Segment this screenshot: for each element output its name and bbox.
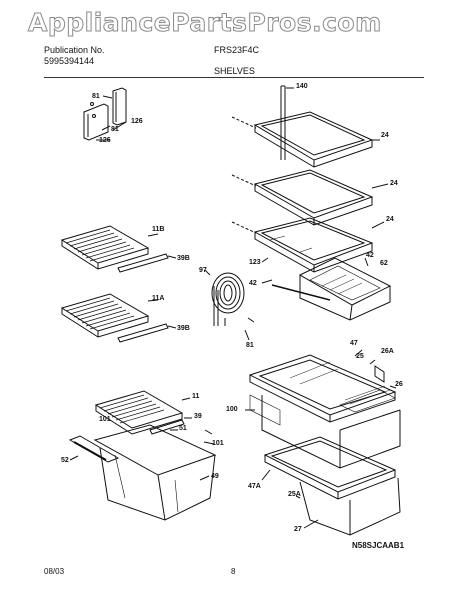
glass-shelf-upper bbox=[253, 111, 374, 168]
callout-140: 140 bbox=[296, 83, 308, 90]
wire-shelf-11a bbox=[60, 293, 169, 343]
crisper-drawer-bottom bbox=[263, 436, 401, 536]
glass-shelf-middle bbox=[253, 169, 374, 226]
callout-81: 81 bbox=[246, 342, 254, 349]
callout-101: 101 bbox=[212, 440, 224, 447]
watermark: AppliancePartsPros.com bbox=[28, 8, 382, 38]
callout-26a: 26A bbox=[381, 348, 394, 355]
callout-24: 24 bbox=[381, 132, 389, 139]
footer-page-number: 8 bbox=[231, 567, 236, 576]
publication-number: 5995394144 bbox=[44, 56, 95, 66]
callout-101: 101 bbox=[99, 416, 111, 423]
callout-25: 25 bbox=[356, 353, 364, 360]
callout-81: 81 bbox=[111, 126, 119, 133]
callout-39b: 39B bbox=[177, 325, 190, 332]
publication-label: Publication No. bbox=[44, 45, 105, 55]
wire-shelf-11 bbox=[94, 390, 185, 435]
footer-diagram-code: N58SJCAAB1 bbox=[352, 541, 405, 550]
callout-27: 27 bbox=[294, 526, 302, 533]
callout-11b: 11B bbox=[152, 226, 165, 233]
callout-39b: 39B bbox=[177, 255, 190, 262]
header-rule bbox=[44, 77, 424, 78]
callout-47a: 47A bbox=[248, 483, 261, 490]
callout-81: 81 bbox=[92, 93, 100, 100]
callout-52: 52 bbox=[61, 457, 69, 464]
door-bin bbox=[68, 424, 217, 521]
humidity-control-coil bbox=[211, 272, 245, 326]
crisper-cover-large bbox=[248, 354, 397, 423]
callout-51: 51 bbox=[179, 425, 187, 432]
callout-24: 24 bbox=[386, 216, 394, 223]
callout-62: 62 bbox=[380, 260, 388, 267]
callout-100: 100 bbox=[226, 406, 238, 413]
callout-126: 126 bbox=[131, 118, 143, 125]
footer-date: 08/03 bbox=[44, 567, 65, 576]
wire-shelf-11b bbox=[60, 225, 169, 273]
callout-25a: 25A bbox=[288, 491, 301, 498]
crisper-drawer-small bbox=[271, 257, 392, 321]
crisper-drawer-large bbox=[249, 385, 401, 469]
callout-11a: 11A bbox=[152, 295, 165, 302]
section-title: SHELVES bbox=[214, 66, 255, 76]
callout-24: 24 bbox=[390, 180, 398, 187]
callout-42: 42 bbox=[249, 280, 257, 287]
model-number: FRS23F4C bbox=[214, 45, 260, 55]
callout-123: 123 bbox=[249, 259, 261, 266]
shelf-support-bracket bbox=[83, 87, 127, 141]
callout-47: 47 bbox=[350, 340, 358, 347]
callout-39: 39 bbox=[194, 413, 202, 420]
callout-49: 49 bbox=[211, 473, 219, 480]
callout-126: 126 bbox=[99, 137, 111, 144]
callout-42: 42 bbox=[366, 252, 374, 259]
callout-26: 26 bbox=[395, 381, 403, 388]
callout-11: 11 bbox=[192, 393, 200, 400]
callout-97: 97 bbox=[199, 267, 207, 274]
glass-shelf-lower bbox=[253, 217, 374, 273]
